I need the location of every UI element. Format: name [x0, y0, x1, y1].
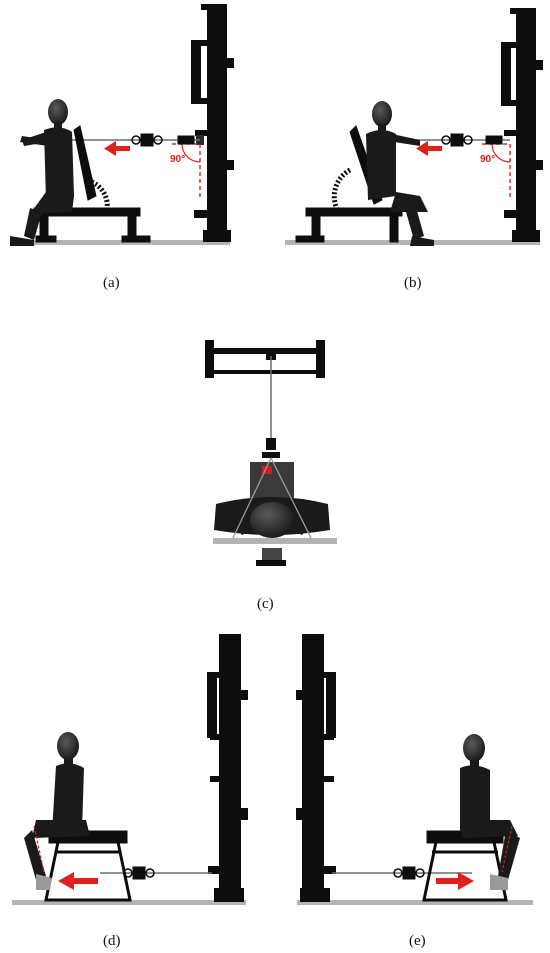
floor [297, 900, 533, 905]
cable-machine [207, 634, 248, 902]
panel-a: 90° [10, 4, 234, 291]
handle-bar [213, 538, 337, 544]
stool [44, 830, 132, 902]
seated-person-top [214, 457, 330, 541]
caption-a: (a) [103, 275, 120, 291]
angle-indicator: 90° [170, 143, 201, 200]
panel-c: (c) [205, 340, 337, 612]
bench-top [256, 548, 286, 566]
caption-e: (e) [409, 933, 426, 949]
cable-machine [296, 634, 336, 902]
caption-b: (b) [404, 275, 422, 291]
load-cell-icon [393, 866, 425, 880]
seated-person [366, 101, 434, 246]
arrow-left-icon [416, 141, 442, 156]
load-cell-icon [131, 133, 195, 147]
floor [12, 900, 246, 905]
load-cell-icon [123, 866, 155, 880]
caption-c: (c) [257, 596, 274, 612]
seated-person [10, 99, 74, 246]
caption-d: (d) [103, 933, 121, 949]
arrow-left-icon [58, 872, 98, 890]
load-cell-icon [262, 438, 280, 458]
floor [10, 240, 230, 245]
panel-d: (d) [12, 634, 248, 949]
angle-label: 90° [170, 154, 185, 165]
angle-label: 90° [480, 154, 495, 165]
panel-e: (e) [296, 634, 533, 949]
load-cell-icon [441, 133, 503, 147]
bench [33, 125, 151, 243]
arrow-right-icon [436, 872, 474, 890]
cable-machine [191, 4, 234, 242]
cable-machine-top [205, 340, 325, 378]
seated-person [460, 734, 520, 890]
seated-person [24, 732, 90, 890]
cable-machine [501, 8, 543, 242]
angle-indicator: 90° [480, 143, 511, 200]
arrow-left-icon [104, 141, 130, 156]
panel-b: 90° (b) [285, 8, 543, 291]
